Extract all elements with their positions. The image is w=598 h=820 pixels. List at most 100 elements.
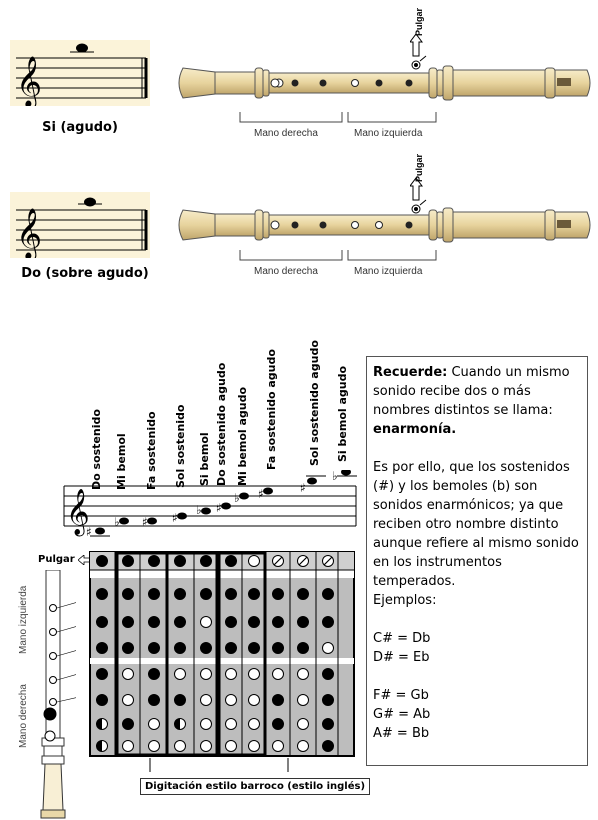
hole-r4-c3 xyxy=(148,642,160,654)
svg-text:♭: ♭ xyxy=(234,491,240,505)
hole-r3-c2 xyxy=(122,616,134,628)
hole-r6-c6 xyxy=(225,694,237,706)
hole-r1-c9 xyxy=(297,555,309,567)
svg-text:♯: ♯ xyxy=(142,515,148,529)
svg-text:𝄞: 𝄞 xyxy=(16,56,42,106)
hole-r3-c5 xyxy=(200,616,212,628)
hole-r5-c1 xyxy=(96,668,108,680)
hole-r4-c10 xyxy=(322,642,334,654)
hole-r7-c10 xyxy=(322,718,334,730)
hole-r1-c5 xyxy=(200,555,212,567)
staff-do-sobre-agudo: 𝄞 xyxy=(10,192,150,258)
recuerde-heading: Recuerde: xyxy=(373,365,448,380)
hole-r1-c2 xyxy=(122,555,134,567)
chart-staff: 𝄞 ♯ ♭ ♯ ♯ ♭ ♯ ♭ ♯ ♯ ♭ xyxy=(63,470,357,539)
holes-svg xyxy=(96,555,334,752)
staff-si-agudo: 𝄞 xyxy=(10,40,150,106)
hole-r3-c4 xyxy=(174,616,186,628)
col-label-10: Si bemol agudo xyxy=(336,365,349,462)
hole-r2-c10 xyxy=(322,588,334,600)
hole-r7-c8 xyxy=(272,718,284,730)
pulgar-label-2: Pulgar xyxy=(414,153,424,182)
hole-r5-c3 xyxy=(148,668,160,680)
hole-r5-c8 xyxy=(272,668,284,680)
vertical-recorder xyxy=(40,570,76,819)
svg-text:𝄞: 𝄞 xyxy=(16,208,42,258)
svg-text:♯: ♯ xyxy=(258,487,264,501)
hole-r8-c10 xyxy=(322,740,334,752)
svg-text:♯: ♯ xyxy=(216,501,222,515)
hole-r6-c5 xyxy=(200,694,212,706)
thumb-arrow-2 xyxy=(410,178,427,214)
hole-r6-c8 xyxy=(272,694,284,706)
hole-r4-c7 xyxy=(248,642,260,654)
col-label-8: Fa sostenido agudo xyxy=(265,349,278,470)
hole-r5-c10 xyxy=(322,668,334,680)
hole-r8-c1 xyxy=(96,740,108,752)
hole-r6-c9 xyxy=(297,694,309,706)
svg-text:𝄞: 𝄞 xyxy=(66,489,90,537)
hole-r1-c1 xyxy=(96,555,108,567)
hole-r4-c5 xyxy=(200,642,212,654)
hole-r7-c7 xyxy=(248,718,260,730)
fingering-grid xyxy=(89,551,355,757)
hole-r5-c2 xyxy=(122,668,134,680)
recorder-diagram-2 xyxy=(178,207,591,243)
hole-r6-c2 xyxy=(122,694,134,706)
hole-r4-c1 xyxy=(96,642,108,654)
example-2: D# = Eb xyxy=(373,650,430,665)
info-box: Recuerde: Cuando un mismo sonido recibe … xyxy=(366,356,588,766)
right-hand-label-2: Mano derecha xyxy=(254,266,318,277)
hole-r1-c8 xyxy=(272,555,284,567)
hole-r8-c3 xyxy=(148,740,160,752)
hole-r3-c8 xyxy=(272,616,284,628)
hole-r4-c4 xyxy=(174,642,186,654)
hole-r6-c7 xyxy=(248,694,260,706)
hole-r6-c4 xyxy=(174,694,186,706)
note-label-si: Si (agudo) xyxy=(42,120,118,135)
hole-r1-c10 xyxy=(322,555,334,567)
hole-r2-c8 xyxy=(272,588,284,600)
hole-r2-c4 xyxy=(174,588,186,600)
hole-r2-c5 xyxy=(200,588,212,600)
pulgar-arrow xyxy=(78,555,94,565)
left-hand-side-label: Mano izquierda xyxy=(18,585,29,654)
recorder-diagram-1 xyxy=(178,65,591,101)
left-hand-label-1: Mano izquierda xyxy=(354,128,423,139)
hole-r8-c6 xyxy=(225,740,237,752)
hole-r2-c7 xyxy=(248,588,260,600)
svg-text:♯: ♯ xyxy=(172,511,178,525)
example-5: A# = Bb xyxy=(373,726,430,741)
hole-r7-c5 xyxy=(200,718,212,730)
svg-text:♭: ♭ xyxy=(332,470,338,483)
hand-brackets-2 xyxy=(239,250,437,261)
left-hand-label-2: Mano izquierda xyxy=(354,266,423,277)
svg-text:♭: ♭ xyxy=(114,515,120,529)
example-4: G# = Ab xyxy=(373,707,431,722)
hole-r8-c7 xyxy=(248,740,260,752)
hole-r2-c3 xyxy=(148,588,160,600)
hole-r7-c2 xyxy=(122,718,134,730)
hole-r5-c4 xyxy=(174,668,186,680)
example-1: C# = Db xyxy=(373,631,431,646)
hole-r3-c3 xyxy=(148,616,160,628)
hole-r8-c2 xyxy=(122,740,134,752)
note-label-do: Do (sobre agudo) xyxy=(21,266,149,281)
enharmonic-explanation: Es por ello, que los sostenidos (#) y lo… xyxy=(373,460,579,589)
example-3: F# = Gb xyxy=(373,688,429,703)
fingering-holes xyxy=(88,550,358,760)
hole-r2-c6 xyxy=(225,588,237,600)
hole-r7-c3 xyxy=(148,718,160,730)
hole-r4-c8 xyxy=(272,642,284,654)
hole-r4-c2 xyxy=(122,642,134,654)
hole-r3-c10 xyxy=(322,616,334,628)
hole-r5-c9 xyxy=(297,668,309,680)
hole-r7-c1 xyxy=(96,718,108,730)
hole-r2-c9 xyxy=(297,588,309,600)
recuerde-paragraph: Recuerde: Cuando un mismo sonido recibe … xyxy=(373,363,581,439)
hole-r5-c5 xyxy=(200,668,212,680)
right-hand-label-1: Mano derecha xyxy=(254,128,318,139)
hole-r5-c7 xyxy=(248,668,260,680)
hole-r7-c9 xyxy=(297,718,309,730)
col-label-9: Sol sostenido agudo xyxy=(308,340,321,466)
